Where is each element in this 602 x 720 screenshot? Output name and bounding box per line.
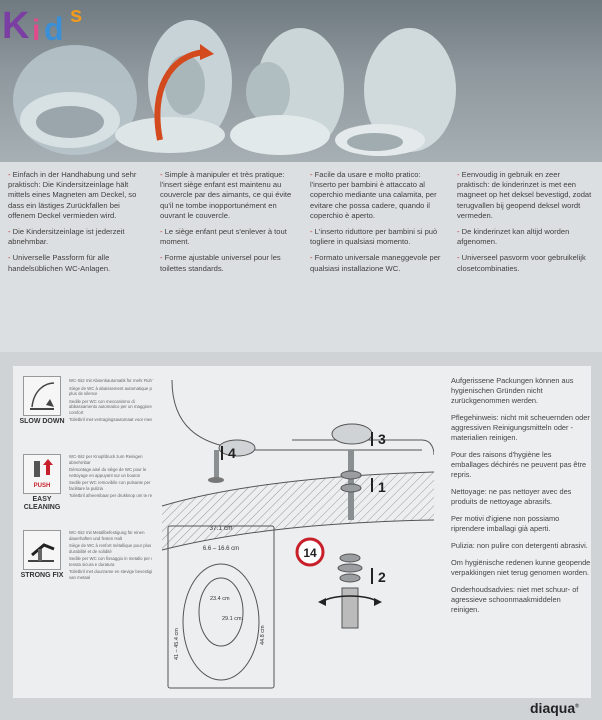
column-french: - Simple à manipuler et très pratique: l… <box>160 170 292 273</box>
badge-14: 14 <box>303 546 317 560</box>
column-italian: - Facile da usare e molto pratico: l'ins… <box>310 170 441 273</box>
feature-text: Sedile per WC con meccanismo di abbassam… <box>69 398 152 415</box>
dim-depth-range: 41 – 45.4 cm <box>174 628 180 660</box>
note-text: Nettoyage: ne pas nettoyer avec des prod… <box>451 487 572 506</box>
note-text: Om hygiënische redenen kunne geopende ve… <box>451 558 591 577</box>
column-dutch: - Eenvoudig in gebruik en zeer praktisch… <box>457 170 592 273</box>
feature-text: WC-Sitz mit Metallbefestigung für einen … <box>69 530 145 541</box>
feature-text: Sedile per WC con fissaggio in metallo p… <box>69 556 159 567</box>
fr-text-3: Forme ajustable universel pour les toile… <box>160 253 281 273</box>
svg-text:s: s <box>70 2 82 27</box>
dim-inner-height: 29.1 cm <box>222 616 242 622</box>
nl-text-1: Eenvoudig in gebruik en zeer praktisch: … <box>457 170 592 220</box>
easy-cleaning-text: WC-Sitz per Knopfdruck zum Reinigen abne… <box>69 454 164 501</box>
step-4: 4 <box>228 445 236 461</box>
dim-inner-width: 23.4 cm <box>210 596 230 602</box>
brand-logo: diaqua® <box>530 700 579 716</box>
toilet-seat-photos <box>13 20 456 156</box>
slow-down-label: SLOW DOWN <box>19 418 65 425</box>
brand-mark: ® <box>575 703 579 710</box>
slow-close-icon <box>23 376 61 416</box>
easy-cleaning-label: EASY CLEANING <box>23 496 61 511</box>
step-2: 2 <box>378 569 386 585</box>
svg-text:K: K <box>2 5 30 47</box>
strong-fix-text: WC-Sitz mit Metallbefestigung für einen … <box>69 530 164 582</box>
step-3: 3 <box>378 431 386 447</box>
svg-text:d: d <box>44 11 64 47</box>
de-text-1: Einfach in der Handhabung und sehr prakt… <box>8 170 137 220</box>
strong-fix-label: STRONG FIX <box>20 572 64 579</box>
nl-text-3: Universeel pasvorm voor gebruikelijk clo… <box>457 253 586 273</box>
step-1: 1 <box>378 479 386 495</box>
installation-diagram: 4 3 1 2 14 37.1 cm 6.6 – 16.6 cm 23.4 cm… <box>152 380 434 698</box>
dim-length: 44.8 cm <box>260 625 266 645</box>
feature-text: Siège de WC à renfort métallique pour pl… <box>69 543 158 554</box>
brand-name: diaqua <box>530 700 576 716</box>
svg-text:i: i <box>32 14 40 47</box>
feature-text: Siège de WC à abaissement automatique po… <box>69 385 159 397</box>
dim-holes: 6.6 – 16.6 cm <box>203 546 239 552</box>
feature-text: Toiletbril met vertragingsautomaat voor … <box>69 417 163 422</box>
feature-text: Sedile per WC removibile con pulsante pe… <box>69 480 151 491</box>
kids-logo: K i d s <box>2 2 82 47</box>
slow-down-text: WC-Sitz mit Absenkautomatik für mehr Ruh… <box>69 378 164 425</box>
product-photo-strip: K i d s <box>0 0 602 162</box>
fr-text-2: Le siège enfant peut s'enlever à tout mo… <box>160 227 287 247</box>
nl-text-2: De kinderinzet kan altijd worden afgenom… <box>457 227 570 247</box>
note-text: Pour des raisons d'hygiène les emballage… <box>451 450 587 479</box>
hygiene-notes: Aufgerissene Packungen können aus hygien… <box>451 376 591 622</box>
feature-text: WC-Sitz mit Absenkautomatik für mehr Ruh… <box>69 378 155 383</box>
note-text: Pulizia: non pulire con detergenti abras… <box>451 541 588 550</box>
de-text-3: Universelle Passform für alle handelsübl… <box>8 253 111 273</box>
note-text: Per motivi d'igiene non possiamo riprend… <box>451 514 560 533</box>
note-text: Pflegehinweis: nicht mit scheuernden ode… <box>451 413 590 442</box>
feature-text: Toiletbril afneembaar per drukknop om te… <box>69 493 164 498</box>
de-text-2: Die Kindersitzeinlage ist jederzeit abne… <box>8 227 125 247</box>
feature-text: Démontage aisé du siège de WC pour le ne… <box>69 467 147 478</box>
feature-text: WC-Sitz per Knopfdruck zum Reinigen abne… <box>69 454 143 465</box>
column-german: - Einfach in der Handhabung und sehr pra… <box>8 170 137 273</box>
dim-width: 37.1 cm <box>209 525 232 532</box>
note-text: Onderhoudsadvies: niet met schuur- of ag… <box>451 585 579 614</box>
fr-text-1: Simple à manipuler et très pratique: l'i… <box>160 170 292 220</box>
note-text: Aufgerissene Packungen können aus hygien… <box>451 376 574 405</box>
it-text-1: Facile da usare e molto pratico: l'inser… <box>310 170 437 220</box>
push-label: PUSH <box>34 483 51 489</box>
it-text-3: Formato universale maneggevole per quals… <box>310 253 441 273</box>
feature-text: Toiletbril met duurzame en stevige beves… <box>69 569 158 580</box>
fixing-icon <box>23 530 61 570</box>
push-button-icon: PUSH <box>23 454 61 494</box>
description-band <box>0 162 602 352</box>
it-text-2: L'inserto riduttore per bambini si può t… <box>310 227 438 247</box>
